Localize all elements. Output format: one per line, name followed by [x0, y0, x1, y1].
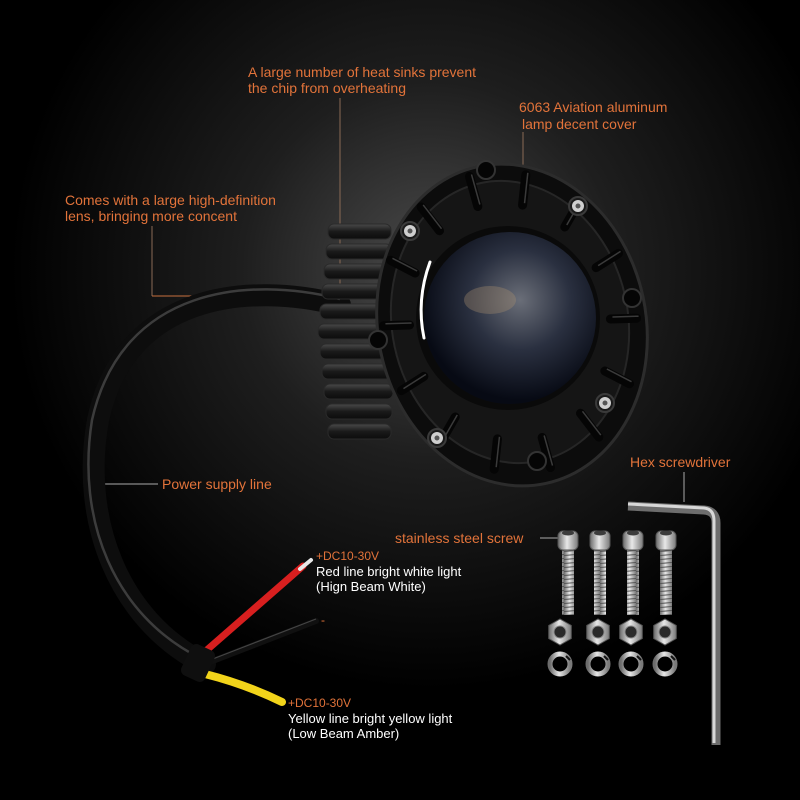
lens-label-line2: lens, bringing more concent	[65, 208, 237, 224]
cover-screw-socket	[407, 228, 413, 234]
heat-sinks-label-line1: A large number of heat sinks prevent	[248, 64, 477, 80]
hex-nut-hole	[658, 625, 672, 639]
bolt-shaft	[562, 549, 574, 615]
cover-slot-edge	[422, 204, 443, 230]
lock-washer	[547, 651, 573, 677]
cover-slot	[605, 313, 642, 324]
red-wire-tip	[298, 558, 313, 571]
cover-screw-socket	[602, 400, 608, 406]
black-wire	[202, 618, 319, 667]
cover-slot-edge	[392, 257, 418, 272]
cover-slot-edge	[403, 373, 427, 390]
bolt-socket	[627, 530, 639, 536]
red-wire-voltage: +DC10-30V	[316, 549, 380, 563]
hex-nuts	[548, 618, 677, 646]
cover-slot	[518, 170, 531, 210]
cover-slot	[385, 255, 420, 278]
cover-slot-edge	[612, 315, 639, 318]
cover-slot	[537, 433, 556, 473]
cable-sleeve-end	[181, 644, 215, 682]
cover-slot-edge	[543, 435, 554, 466]
hex-nut-hole	[624, 625, 638, 639]
hex-nut-hole	[553, 625, 567, 639]
heat-sinks-label-line2: the chip from overheating	[248, 80, 406, 96]
cover-slot-edge	[385, 322, 412, 325]
lock-washer-split	[603, 655, 609, 661]
lock-washer	[618, 651, 644, 677]
cover-hole	[527, 451, 547, 471]
stainless-steel-screws	[557, 530, 677, 615]
cover-slot	[378, 320, 415, 331]
red-wire	[196, 562, 307, 660]
bolt-shaft	[594, 549, 606, 615]
cover-label-line2: lamp decent cover	[522, 116, 637, 132]
lens-label-line1: Comes with a large high-definition	[65, 192, 276, 208]
led-chip-glow	[464, 286, 516, 314]
cover-slot	[575, 408, 604, 442]
cover-slot-edge	[523, 172, 529, 204]
cover-hole	[476, 160, 496, 180]
bolt-socket	[660, 530, 672, 536]
lock-washer-split	[670, 655, 676, 661]
heat-sink-fin	[325, 403, 393, 420]
heat-sink-fin	[327, 423, 392, 440]
yellow-wire	[201, 670, 286, 706]
cover-slot-edge	[597, 250, 621, 267]
bolt-shaft	[660, 549, 672, 615]
hex-screwdriver-label: Hex screwdriver	[630, 454, 731, 470]
lock-washers	[547, 651, 678, 677]
cover-slot-edge	[470, 174, 481, 205]
cover-slot-edge	[495, 436, 501, 468]
cover-slot	[600, 366, 635, 389]
cover-label-line1: 6063 Aviation aluminum	[519, 99, 668, 115]
bolt-socket	[562, 530, 574, 536]
cover-slot-edge	[581, 410, 602, 436]
cover-slot-edge	[606, 368, 632, 383]
red-wire-mode: (Hign Beam White)	[316, 579, 426, 594]
cover-screws	[368, 160, 642, 471]
hex-nut-hole	[591, 625, 605, 639]
heat-sink-fin	[323, 383, 394, 400]
cover-screw-socket	[434, 435, 440, 441]
cover-hole	[622, 288, 642, 308]
lock-washer	[652, 651, 678, 677]
lock-washer	[585, 651, 611, 677]
red-wire-desc: Red line bright white light	[316, 564, 462, 579]
hex-key-highlight	[627, 502, 716, 743]
cover-hole	[368, 330, 388, 350]
power-cable-highlight	[87, 288, 341, 660]
black-wire-highlight	[204, 618, 317, 663]
heat-sink-fin	[327, 223, 392, 240]
lens	[424, 232, 596, 404]
bolt-shaft	[627, 549, 639, 615]
cover-slot	[416, 202, 445, 236]
lock-washer-split	[636, 655, 642, 661]
yellow-wire-desc: Yellow line bright yellow light	[288, 711, 453, 726]
heat-sink-fin	[325, 243, 393, 260]
yellow-wire-mode: (Low Beam Amber)	[288, 726, 400, 741]
cover-slot	[489, 434, 502, 474]
lens-highlight	[419, 260, 432, 340]
cover-slot	[464, 171, 483, 211]
power-line-label: Power supply line	[162, 476, 272, 492]
bolt-socket	[594, 530, 606, 536]
lock-washer-split	[565, 655, 571, 661]
cover-screw-socket	[575, 203, 581, 209]
black-wire-symbol: -	[321, 613, 325, 627]
screw-label: stainless steel screw	[395, 530, 524, 546]
yellow-wire-voltage: +DC10-30V	[288, 696, 352, 710]
